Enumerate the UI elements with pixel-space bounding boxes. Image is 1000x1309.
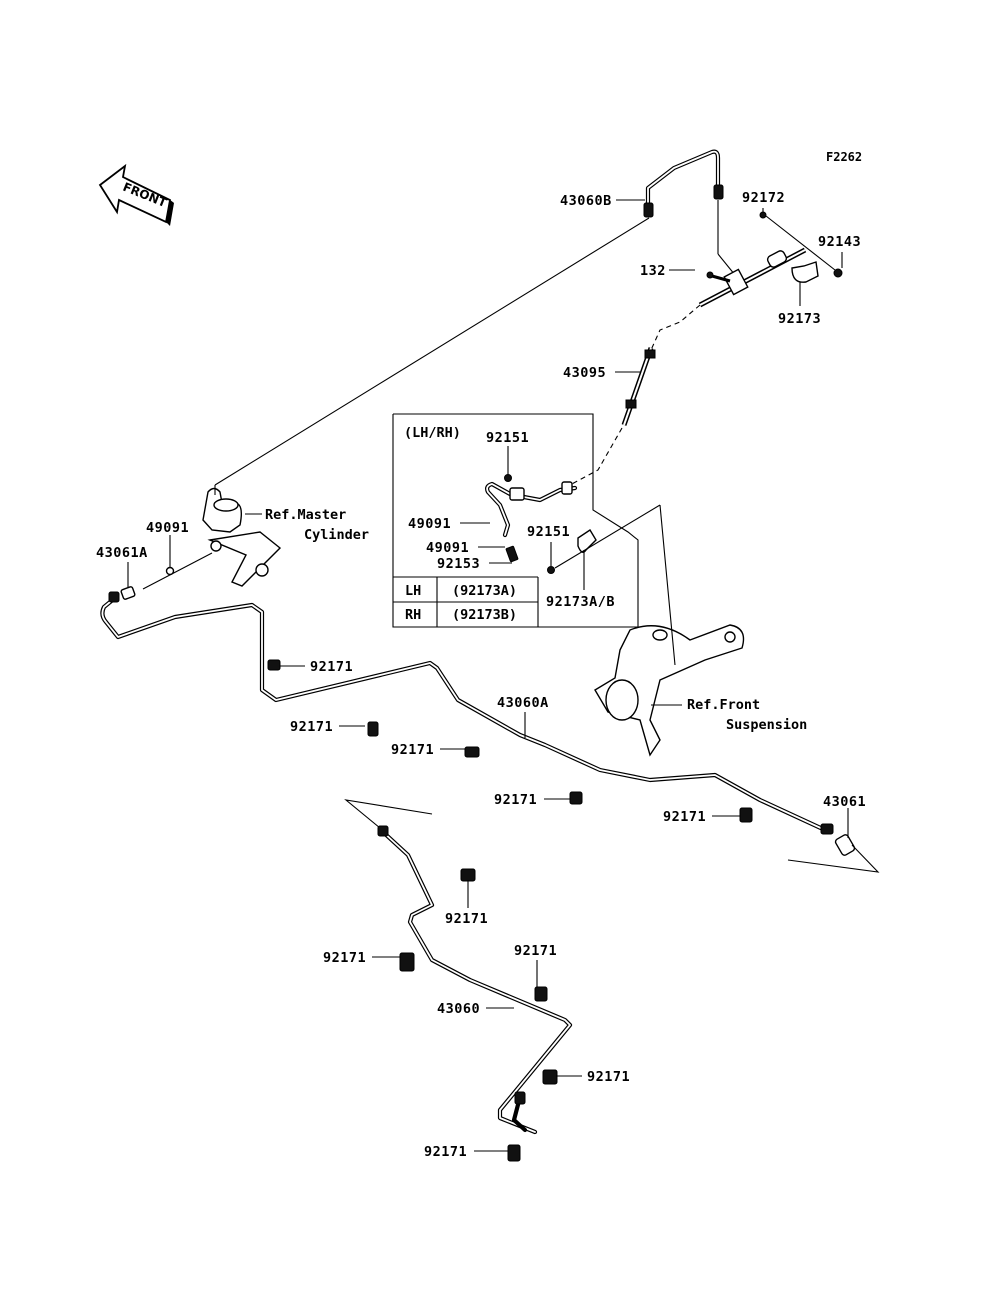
- pipe-43060A: [100, 591, 834, 835]
- label-92151-b: 92151: [527, 524, 570, 540]
- pipe-43060: [377, 825, 573, 1135]
- figure-code: F2262: [826, 150, 862, 164]
- label-92171-9: 92171: [587, 1069, 630, 1085]
- pipe-43060B: [643, 149, 724, 218]
- label-92171-2: 92171: [290, 719, 333, 735]
- label-92171-6: 92171: [445, 911, 488, 927]
- inset-table-lh-part: (92173A): [452, 583, 517, 599]
- label-49091-inset-a: 49091: [408, 516, 451, 532]
- label-92172: 92172: [742, 190, 785, 206]
- label-43095: 43095: [563, 365, 606, 381]
- inset-table-rh: RH: [405, 607, 421, 623]
- ref-master-cylinder-line1: Ref.Master: [265, 507, 346, 523]
- ref-master-cylinder-line2: Cylinder: [304, 527, 369, 543]
- label-92171-10: 92171: [424, 1144, 467, 1160]
- label-92171-1: 92171: [310, 659, 353, 675]
- label-43060A: 43060A: [497, 695, 549, 711]
- slave-cylinder-assembly: [698, 211, 843, 308]
- label-92171-4: 92171: [494, 792, 537, 808]
- front-suspension-knuckle: [594, 624, 745, 757]
- inset-lh-rh: (LH/RH) LH (92173A) RH (92173B): [392, 413, 676, 666]
- master-cylinder: [202, 487, 282, 587]
- label-132: 132: [640, 263, 666, 279]
- label-92171-8: 92171: [514, 943, 557, 959]
- label-92173AB: 92173A/B: [546, 594, 615, 610]
- label-43060B: 43060B: [560, 193, 612, 209]
- leader-lines: [127, 199, 849, 1152]
- label-92171-7: 92171: [323, 950, 366, 966]
- inset-table-rh-part: (92173B): [452, 607, 517, 623]
- label-92171-5: 92171: [663, 809, 706, 825]
- label-92151-a: 92151: [486, 430, 529, 446]
- label-92171-3: 92171: [391, 742, 434, 758]
- label-49091: 49091: [146, 520, 189, 536]
- inset-table-lh: LH: [405, 583, 421, 599]
- label-43060: 43060: [437, 1001, 480, 1017]
- front-arrow-icon: FRONT: [98, 163, 174, 226]
- union-43061: [834, 834, 856, 856]
- label-92153: 92153: [437, 556, 480, 572]
- clip-icons: [267, 659, 753, 1162]
- ref-front-suspension-line2: Suspension: [726, 717, 807, 733]
- label-92173: 92173: [778, 311, 821, 327]
- label-92143: 92143: [818, 234, 861, 250]
- label-49091-inset-b: 49091: [426, 540, 469, 556]
- label-43061A: 43061A: [96, 545, 148, 561]
- ref-front-suspension-line1: Ref.Front: [687, 697, 760, 713]
- hose-43095: [569, 304, 701, 486]
- inset-title: (LH/RH): [404, 425, 461, 441]
- label-43061: 43061: [823, 794, 866, 810]
